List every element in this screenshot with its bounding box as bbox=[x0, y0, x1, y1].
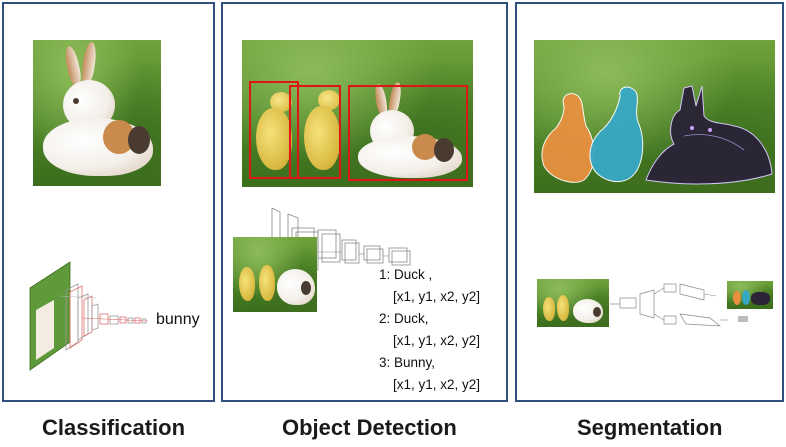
classification-network-diagram bbox=[29, 261, 149, 371]
bounding-box-duck-1 bbox=[249, 81, 299, 179]
detection-photo bbox=[242, 40, 473, 187]
segmentation-caption: Segmentation bbox=[577, 415, 723, 440]
detection-result-1-coords: [x1, y1, x2, y2] bbox=[393, 289, 481, 304]
duck-mask-2 bbox=[589, 86, 644, 182]
classification-caption: Classification bbox=[42, 415, 186, 440]
segmentation-input-thumbnail bbox=[537, 279, 609, 327]
classification-output-label: bunny bbox=[156, 311, 200, 328]
detection-result-3-coords: [x1, y1, x2, y2] bbox=[393, 377, 481, 392]
segmentation-masks bbox=[541, 85, 773, 185]
bunny-photo bbox=[33, 40, 161, 186]
detection-result-1-label: 1: Duck , bbox=[379, 267, 433, 282]
duck-mask-1 bbox=[541, 93, 595, 183]
bounding-box-duck-2 bbox=[289, 85, 341, 179]
detection-result-3-label: 3: Bunny, bbox=[379, 355, 436, 370]
bounding-box-bunny bbox=[348, 85, 468, 181]
segmentation-bunny-output-swatch bbox=[738, 316, 748, 322]
object-detection-caption: Object Detection bbox=[282, 415, 457, 440]
segmentation-output-thumbnail bbox=[727, 281, 773, 309]
detection-result-2-coords: [x1, y1, x2, y2] bbox=[393, 333, 481, 348]
detection-input-thumbnail bbox=[233, 237, 317, 312]
detection-result-2-label: 2: Duck, bbox=[379, 311, 429, 326]
segmentation-network-diagram bbox=[610, 283, 728, 327]
